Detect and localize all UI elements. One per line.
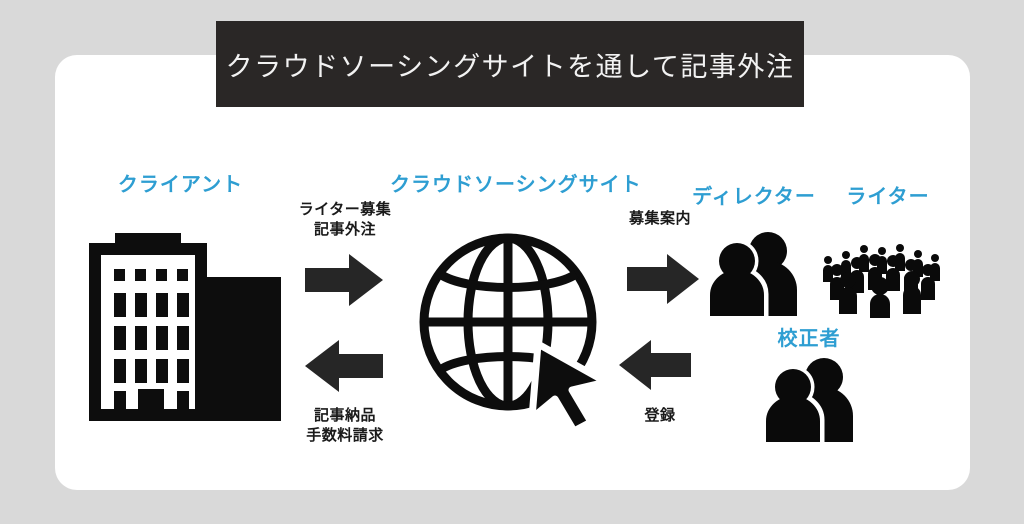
flow-line-1: 登録 (644, 406, 676, 424)
flow-label-site-to-client: 記事納品 手数料請求 (283, 406, 407, 446)
flow-line-1: ライター募集 (298, 200, 392, 218)
crowd-of-people-icon (822, 234, 948, 318)
node-director: ディレクター (684, 180, 824, 209)
two-people-icon (705, 232, 803, 316)
flow-line-1: 募集案内 (628, 209, 691, 227)
node-proofreader: 校正者 (749, 322, 869, 351)
title-banner: クラウドソーシングサイトを通して記事外注 (216, 21, 804, 107)
arrow-right-icon (303, 252, 385, 308)
page-title: クラウドソーシングサイトを通して記事外注 (225, 51, 795, 83)
flow-label-director-to-site: 登録 (608, 406, 712, 426)
arrow-left-icon (303, 338, 385, 394)
flow-line-1: 記事納品 (313, 406, 376, 424)
flow-line-2: 記事外注 (313, 219, 376, 238)
arrow-right-icon (625, 252, 701, 306)
office-building-icon (83, 225, 281, 425)
flow-label-site-to-director: 募集案内 (608, 209, 712, 229)
director-label: ディレクター (692, 184, 816, 208)
node-client: クライアント (88, 168, 273, 197)
flow-label-client-to-site: ライター募集 記事外注 (285, 200, 405, 240)
crowdsourcing-site-label: クラウドソーシングサイト (390, 172, 642, 196)
client-label: クライアント (117, 172, 244, 196)
flow-line-2: 手数料請求 (306, 425, 384, 444)
arrow-left-icon (617, 338, 693, 392)
globe-with-cursor-icon (418, 232, 614, 428)
writer-label: ライター (846, 184, 930, 208)
proofreader-label: 校正者 (777, 326, 841, 350)
node-writer: ライター (818, 180, 958, 209)
two-people-icon (761, 358, 859, 442)
node-crowdsourcing-site: クラウドソーシングサイト (390, 168, 642, 197)
